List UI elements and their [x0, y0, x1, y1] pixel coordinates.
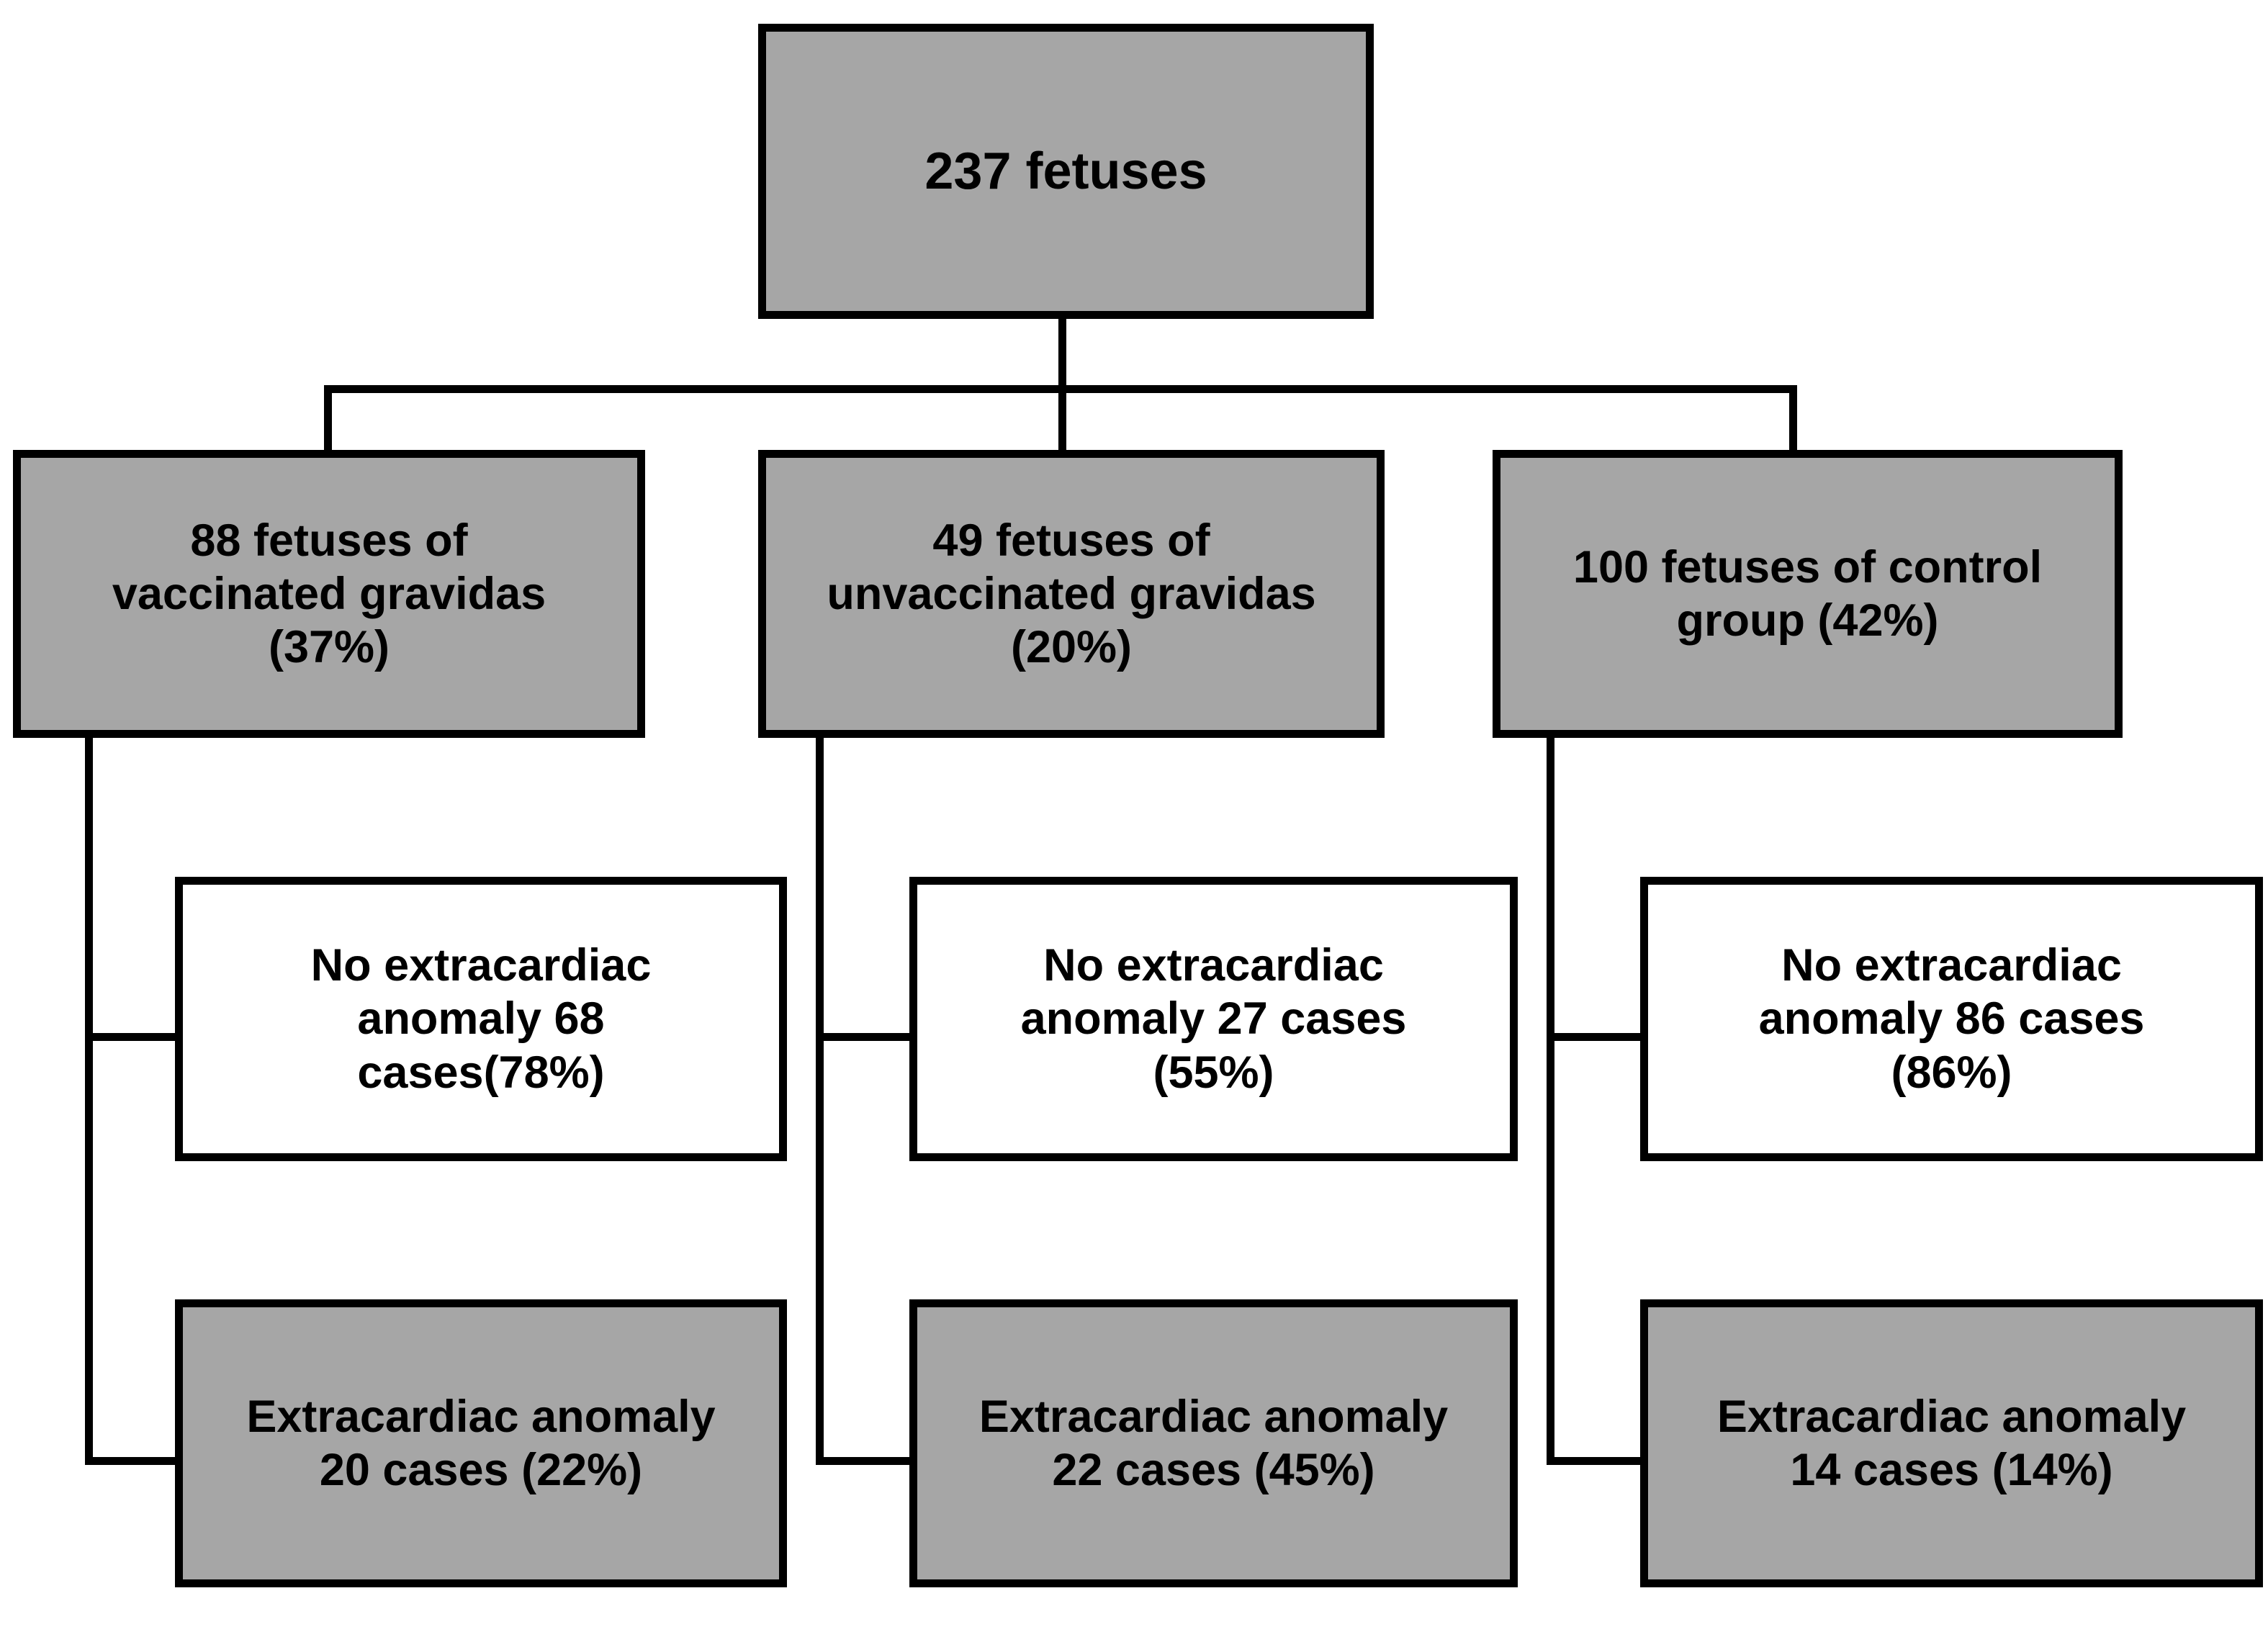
group-node-label-2: 100 fetuses of control group (42%)	[1572, 541, 2043, 646]
root-node-label: 237 fetuses	[924, 142, 1207, 200]
anomaly-node-unvaccinated: Extracardiac anomaly 22 cases (45%)	[909, 1299, 1518, 1587]
root-node-total-fetuses: 237 fetuses	[758, 24, 1374, 319]
no-anomaly-node-control: No extracardiac anomaly 86 cases (86%)	[1640, 877, 2263, 1161]
no-anomaly-label-0: No extracardiac anomaly 68 cases(78%)	[310, 940, 652, 1098]
no-anomaly-node-unvaccinated: No extracardiac anomaly 27 cases (55%)	[909, 877, 1518, 1161]
anomaly-node-control: Extracardiac anomaly 14 cases (14%)	[1640, 1299, 2263, 1587]
anomaly-node-vaccinated: Extracardiac anomaly 20 cases (22%)	[175, 1299, 787, 1587]
group-node-control: 100 fetuses of control group (42%)	[1493, 450, 2123, 738]
connector-arm-no-anomaly-2	[1547, 1033, 1640, 1041]
anomaly-label-1: Extracardiac anomaly 22 cases (45%)	[978, 1391, 1449, 1495]
group-node-unvaccinated: 49 fetuses of unvaccinated gravidas (20%…	[758, 450, 1385, 738]
connector-root-stem	[1058, 319, 1066, 385]
anomaly-label-0: Extracardiac anomaly 20 cases (22%)	[246, 1391, 716, 1495]
connector-arm-no-anomaly-0	[85, 1033, 179, 1041]
connector-arm-anomaly-0	[85, 1457, 179, 1465]
connector-drop-group-2	[1789, 385, 1797, 450]
no-anomaly-label-2: No extracardiac anomaly 86 cases (86%)	[1758, 940, 2145, 1098]
connector-drop-group-1	[1058, 385, 1066, 450]
no-anomaly-node-vaccinated: No extracardiac anomaly 68 cases(78%)	[175, 877, 787, 1161]
anomaly-label-2: Extracardiac anomaly 14 cases (14%)	[1716, 1391, 2187, 1495]
connector-spine-group-0	[85, 738, 93, 1465]
connector-arm-no-anomaly-1	[816, 1033, 909, 1041]
connector-arm-anomaly-1	[816, 1457, 909, 1465]
connector-spine-group-1	[816, 738, 824, 1465]
connector-arm-anomaly-2	[1547, 1457, 1640, 1465]
connector-drop-group-0	[324, 385, 332, 450]
no-anomaly-label-1: No extracardiac anomaly 27 cases (55%)	[1020, 940, 1407, 1098]
connector-spine-group-2	[1547, 738, 1554, 1465]
group-node-vaccinated: 88 fetuses of vaccinated gravidas (37%)	[13, 450, 645, 738]
group-node-label-1: 49 fetuses of unvaccinated gravidas (20%…	[827, 515, 1316, 673]
group-node-label-0: 88 fetuses of vaccinated gravidas (37%)	[112, 515, 546, 673]
